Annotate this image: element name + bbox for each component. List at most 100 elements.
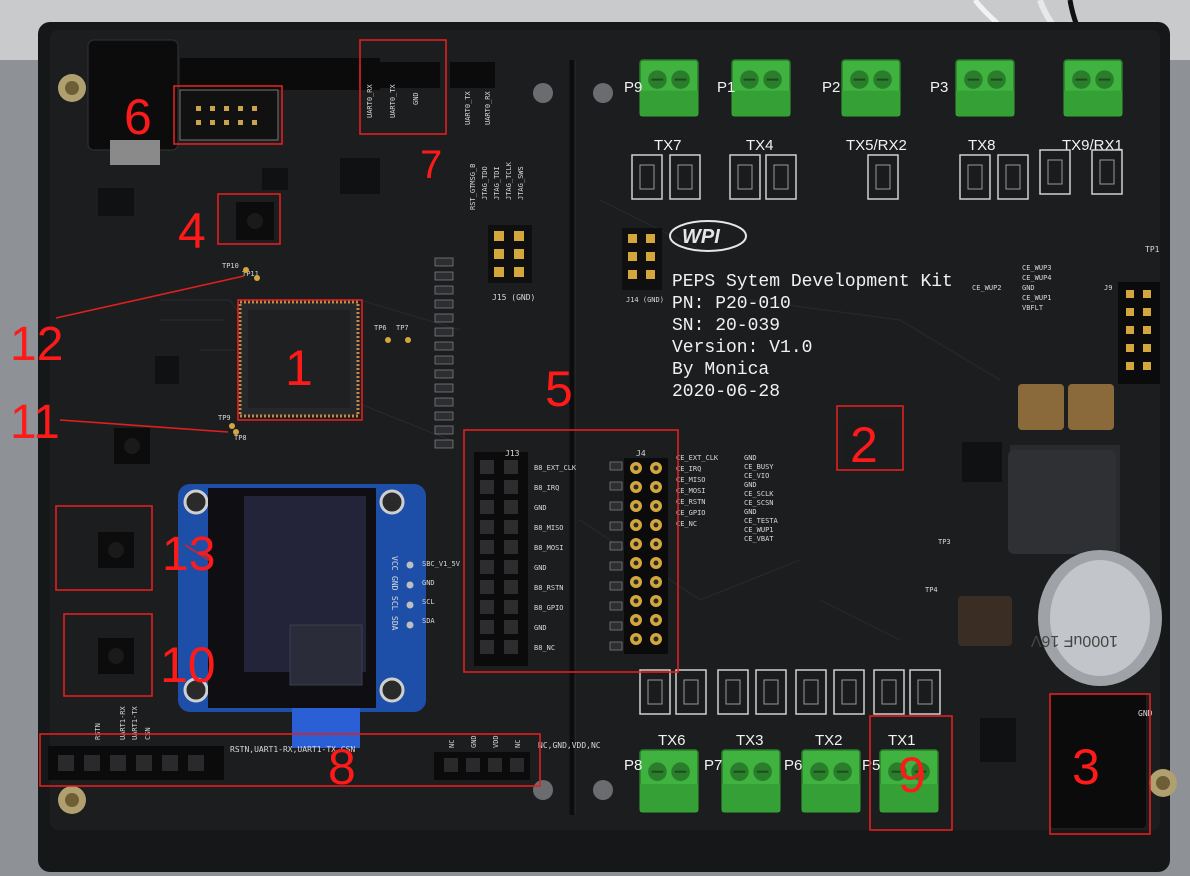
kit-info: WPI PEPS Sytem Development Kit PN: P20-0… [669, 220, 953, 402]
j4-pin-label: CE_MISO [676, 476, 706, 484]
j13-pin-label: B8_MISO [534, 524, 564, 532]
dc-jack-bottom [1050, 694, 1146, 828]
annotation-9: 9 [898, 747, 926, 803]
j4-pin-label: CE_GPIO [676, 509, 706, 517]
power-components: 1000uF 16V [958, 384, 1162, 686]
j4-pin-label: CE_EXT_CLK [676, 454, 719, 462]
j4-right-label: GND [744, 508, 757, 516]
j4-pin-labels: CE_EXT_CLK CE_IRQ CE_MISO CE_MOSI CE_RSTN CE_… [676, 454, 719, 528]
terminal-id-bottom: P6 [784, 757, 802, 774]
wup-label-2: GND [1022, 284, 1035, 292]
kit-sn: SN: 20-039 [672, 316, 780, 336]
svg-text:WPI: WPI [682, 226, 720, 248]
kit-title: PEPS Sytem Development Kit [672, 272, 953, 292]
annotation-13: 13 [162, 528, 215, 581]
j4-right-label: CE_VBAT [744, 535, 774, 543]
capacitor-label: 1000uF 16V [1030, 632, 1118, 649]
j14-label: J14 (GND) [626, 296, 664, 304]
j8-pin-2: VDD [492, 735, 500, 748]
terminal-id-bottom: P5 [862, 757, 880, 774]
jtag-label-3: JTAG_TCLK [505, 161, 513, 200]
terminal-id-top: P9 [624, 79, 642, 96]
jtag-label-1: JTAG_TDO [481, 166, 489, 200]
tactile-buttons [98, 202, 274, 674]
oled-side-label-1: GND [422, 579, 435, 587]
j4-pin-label: CE_IRQ [676, 465, 701, 473]
annotation-4: 4 [178, 203, 206, 259]
annotation-11: 11 [10, 396, 60, 449]
j13-pin-label: B8_EXT_CLK [534, 464, 577, 472]
j4-right-label: CE_VIO [744, 472, 769, 480]
wpi-logo: WPI [669, 220, 747, 252]
j13-header: J13 [474, 449, 528, 666]
svg-text:TP11: TP11 [242, 270, 259, 278]
terminal-id-bottom: P8 [624, 757, 642, 774]
terminal-label-bottom: TX3 [736, 732, 764, 749]
terminal-id-bottom: P7 [704, 757, 722, 774]
box-header [179, 89, 279, 141]
jtag-label-0: RST_GTMSG_B [469, 164, 477, 210]
j4-right-label: CE_WUP1 [744, 526, 774, 534]
mcu-chip [238, 300, 360, 418]
j3-label: RSTN,UART1-RX,UART1-TX,CSN [230, 745, 355, 754]
wup-label-4: VBFLT [1022, 304, 1044, 312]
j13-label: J13 [505, 449, 520, 458]
terminal-label-top: TX7 [654, 137, 682, 154]
terminal-label-top: TX5/RX2 [846, 137, 907, 154]
svg-text:TP8: TP8 [234, 434, 247, 442]
terminal-id-top: P1 [717, 79, 735, 96]
kit-pn: PN: P20-010 [672, 294, 791, 314]
oled-gnd-label: GND [390, 576, 399, 591]
j9-label: J9 [1104, 284, 1112, 292]
uart-gnd-label: GND [412, 92, 420, 105]
j13-pin-labels: B8_EXT_CLKB8_IRQGNDB8_MISOB8_MOSIGNDB8_R… [534, 464, 577, 652]
j9-header: J9 [1104, 282, 1160, 384]
annotation-6: 6 [124, 89, 152, 145]
oled-side-label-0: SBC_V1_5V [422, 560, 461, 568]
svg-text:TP3: TP3 [938, 538, 951, 546]
wup-label-1: CE_WUP4 [1022, 274, 1052, 282]
j8-label: NC,GND,VDD,NC [538, 741, 601, 750]
jtag-label-4: JTAG_SWS [517, 166, 525, 200]
wup-label-3: CE_WUP1 [1022, 294, 1052, 302]
j8-pin-3: NC [514, 740, 522, 748]
annotation-1: 1 [285, 340, 313, 396]
j13-pin-label: B8_GPIO [534, 604, 564, 612]
j4-label: J4 [636, 449, 646, 458]
top-pin-header [180, 58, 495, 90]
annotation-numbers: 1 2 3 4 5 6 7 8 9 10 11 12 13 [10, 89, 1100, 803]
test-points: TP10 TP11 TP6 TP7 TP9 TP8 TP3 TP4 [218, 262, 951, 594]
j15-header: J15 (GND) [488, 225, 535, 302]
uart-tx2-label: UART0_TX [464, 90, 472, 125]
j3-pin-0: RSTN [94, 723, 102, 740]
svg-text:TP4: TP4 [925, 586, 938, 594]
antenna-coils [631, 149, 1123, 715]
j4-pin-label: CE_MOSI [676, 487, 706, 495]
j13-pin-label: B8_IRQ [534, 484, 559, 492]
annotation-2: 2 [850, 417, 878, 473]
svg-text:TP9: TP9 [218, 414, 231, 422]
annotation-12: 12 [10, 318, 63, 371]
oled-sda-label: SDA [390, 616, 399, 631]
terminal-label-bottom: TX1 [888, 732, 916, 749]
j14-header: J14 (GND) [622, 228, 664, 304]
j4-right-label: CE_SCSN [744, 499, 774, 507]
uart-tx-label: UART0_TX [389, 83, 397, 118]
annotation-5: 5 [545, 361, 573, 417]
terminal-id-top: P3 [930, 79, 948, 96]
terminal-id-top: P2 [822, 79, 840, 96]
j13-pin-label: GND [534, 624, 547, 632]
j4-right-label: CE_TESTA [744, 517, 779, 525]
tp1-label: TP1 [1145, 245, 1160, 254]
kit-date: 2020-06-28 [672, 382, 780, 402]
j4-right-label: CE_SCLK [744, 490, 774, 498]
j4-pin-label: CE_RSTN [676, 498, 706, 506]
uart-rx-label: UART0_RX [366, 83, 374, 118]
j3-pin-1: UART1-RX [119, 705, 127, 740]
terminal-label-top: TX8 [968, 137, 996, 154]
svg-text:TP10: TP10 [222, 262, 239, 270]
annotation-7: 7 [420, 143, 442, 187]
annotation-boxes [39, 39, 1151, 835]
